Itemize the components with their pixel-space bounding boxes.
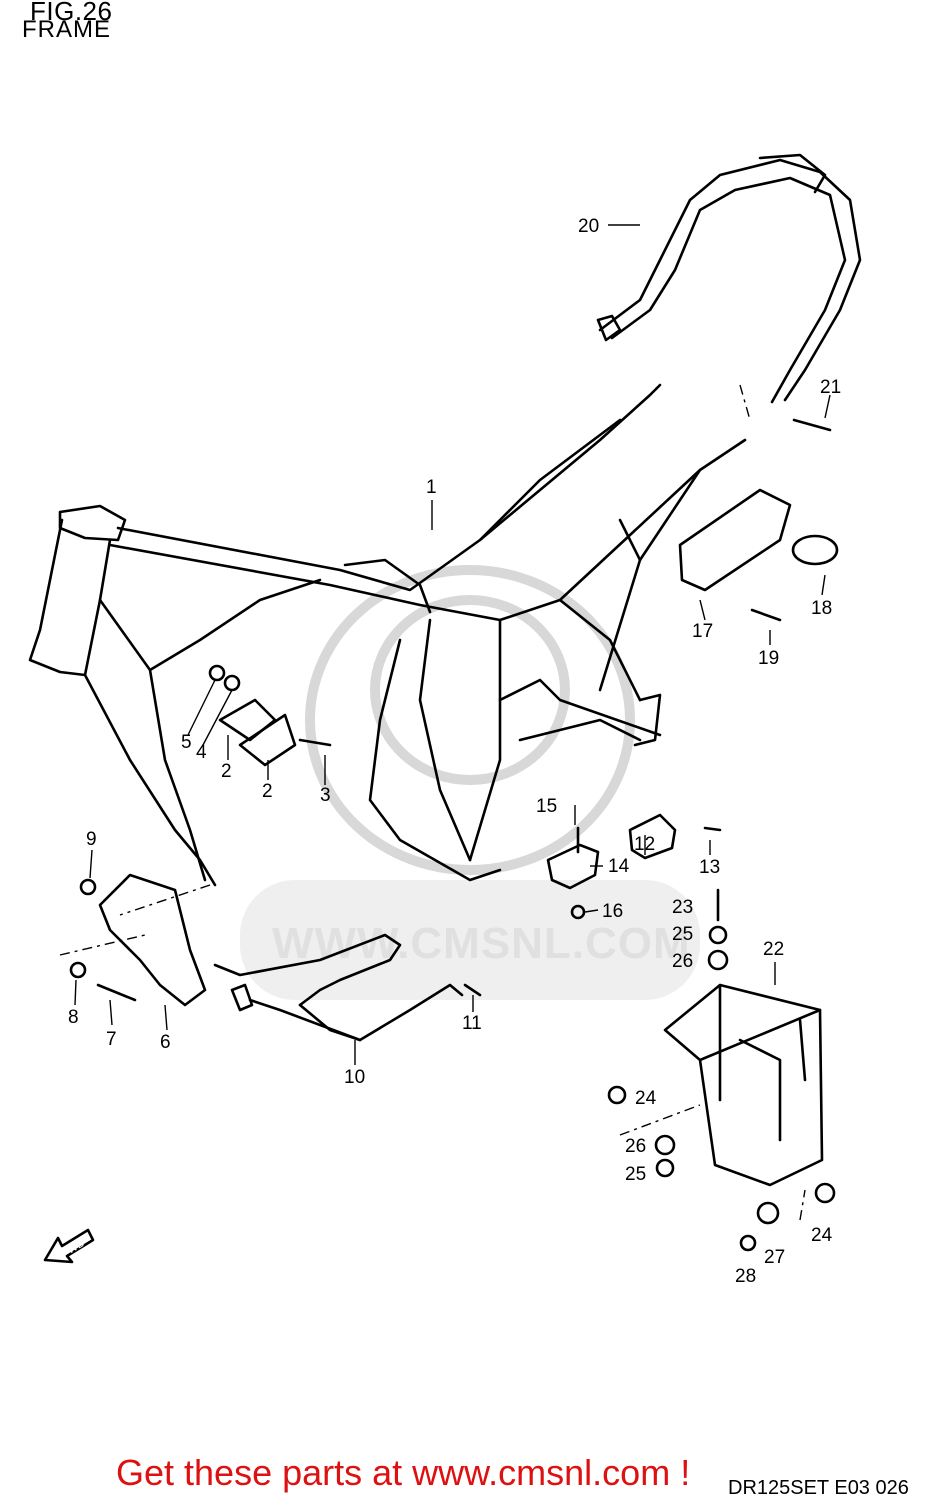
- callout-4: 4: [196, 742, 207, 763]
- watermark-text: WWW.CMSNL.COM: [272, 919, 691, 968]
- callout-17: 17: [692, 621, 713, 642]
- callout-15: 15: [536, 796, 557, 817]
- main-frame: [28, 383, 747, 887]
- callout-2b: 2: [262, 781, 273, 802]
- callout-10: 10: [344, 1067, 365, 1088]
- callout-13: 13: [699, 857, 720, 878]
- fwd-label: FWD: [59, 1237, 87, 1260]
- callout-24a: 24: [635, 1088, 657, 1109]
- rear-carrier: [596, 153, 862, 404]
- callout-20: 20: [578, 216, 599, 237]
- callout-16: 16: [602, 901, 623, 922]
- reference-lines: [59, 384, 806, 1221]
- callout-6: 6: [160, 1032, 171, 1053]
- battery-case: [663, 983, 824, 1187]
- callout-28: 28: [735, 1266, 756, 1287]
- callouts: 1 2 2 3 4 5 6 7 8 9 10 11 12 13 14 15 16…: [68, 216, 841, 1287]
- callout-14: 14: [608, 856, 630, 877]
- callout-19: 19: [758, 648, 779, 669]
- fasteners: [69, 418, 836, 1252]
- figure-name: FRAME: [22, 16, 111, 43]
- callout-9: 9: [86, 829, 97, 850]
- callout-12: 12: [634, 834, 655, 855]
- callout-8: 8: [68, 1007, 79, 1028]
- callout-2a: 2: [221, 761, 232, 782]
- model-code: DR125SET E03 026: [728, 1477, 909, 1499]
- callout-25b: 25: [625, 1164, 646, 1185]
- callout-5: 5: [181, 732, 192, 753]
- callout-7: 7: [106, 1029, 117, 1050]
- callout-26b: 26: [625, 1136, 646, 1157]
- lower-bracket: [213, 933, 464, 1042]
- callout-1: 1: [426, 477, 437, 498]
- callout-24b: 24: [811, 1225, 833, 1246]
- air-cleaner: [678, 488, 839, 592]
- callout-18: 18: [811, 598, 832, 619]
- engine-mount-plate: [98, 873, 207, 1007]
- watermark: WWW.CMSNL.COM: [240, 565, 700, 1000]
- callout-27: 27: [764, 1247, 785, 1268]
- callout-11: 11: [462, 1013, 482, 1034]
- callout-23: 23: [672, 897, 693, 918]
- get-parts-link[interactable]: Get these parts at www.cmsnl.com !: [116, 1452, 691, 1493]
- callout-25a: 25: [672, 924, 693, 945]
- callout-26a: 26: [672, 951, 693, 972]
- callout-3: 3: [320, 785, 331, 806]
- callout-22: 22: [763, 939, 784, 960]
- figure-number: FIG.26: [30, 0, 113, 26]
- callout-21: 21: [820, 377, 841, 398]
- leader-lines: [74, 224, 831, 1065]
- mount-brackets: [218, 698, 297, 767]
- fwd-arrow-icon: FWD: [43, 1228, 95, 1264]
